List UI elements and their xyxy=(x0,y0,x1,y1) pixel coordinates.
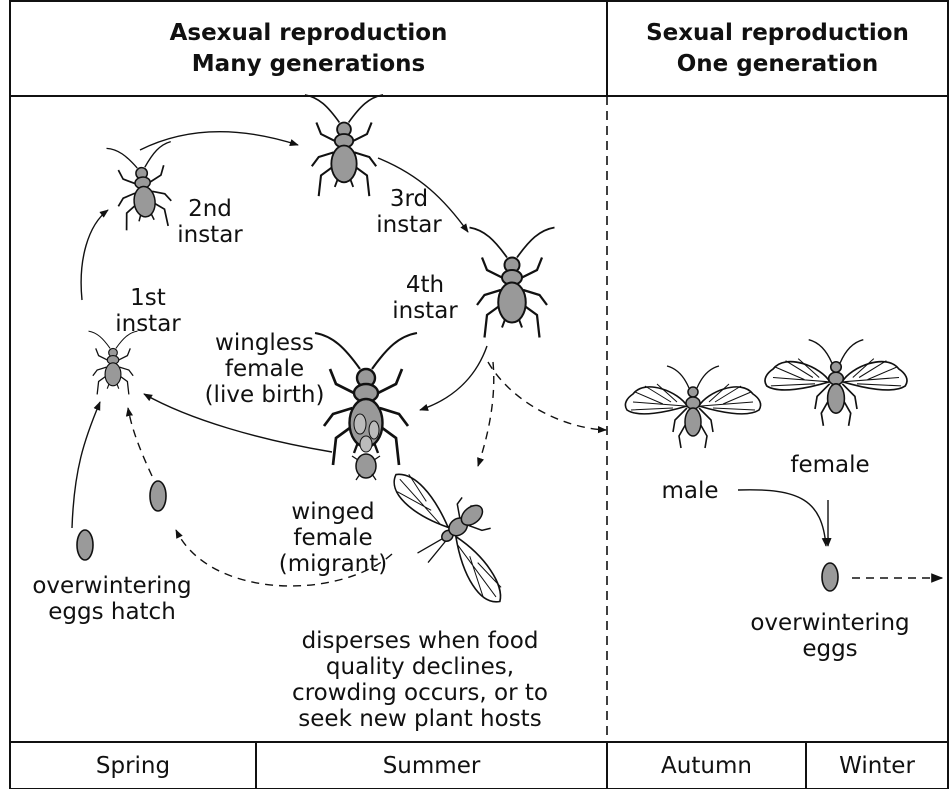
label-wingless-line3: (live birth) xyxy=(192,382,337,408)
header-sexual-line2: One generation xyxy=(607,49,948,80)
male-winged-aphid-icon xyxy=(625,366,760,448)
label-1st-instar: 1st instar xyxy=(98,285,198,337)
label-4th-instar-line2: instar xyxy=(375,298,475,324)
arrow-male-to-eggs xyxy=(738,490,826,546)
label-2nd-instar-line2: instar xyxy=(160,222,260,248)
arrow-4th-to-winged xyxy=(478,362,494,466)
label-male-text: male xyxy=(640,478,740,504)
label-ow-eggs-line1: overwintering xyxy=(730,610,930,636)
label-disperses-line4: seek new plant hosts xyxy=(275,706,565,732)
header-sexual: Sexual reproduction One generation xyxy=(607,18,948,80)
arrow-4th-to-live-birth xyxy=(420,346,487,410)
egg-spring-icon xyxy=(77,530,93,560)
season-spring: Spring xyxy=(10,744,256,789)
female-winged-aphid-icon xyxy=(765,340,907,426)
label-wingless-line2: female xyxy=(192,356,337,382)
label-4th-instar: 4th instar xyxy=(375,272,475,324)
label-2nd-instar-line1: 2nd xyxy=(160,196,260,222)
label-disperses-line1: disperses when food xyxy=(275,628,565,654)
label-3rd-instar-line2: instar xyxy=(359,212,459,238)
label-ow-eggs-line2: eggs xyxy=(730,636,930,662)
aphid-3rd-instar-icon xyxy=(305,95,383,196)
label-winged-line3: (migrant) xyxy=(268,551,398,577)
header-asexual-line1: Asexual reproduction xyxy=(10,18,607,49)
label-2nd-instar: 2nd instar xyxy=(160,196,260,248)
arrow-eggs-hatch-to-1st xyxy=(72,402,100,528)
label-disperses-line2: quality declines, xyxy=(275,654,565,680)
label-eggs-hatch-line1: overwintering xyxy=(12,573,212,599)
season-autumn: Autumn xyxy=(607,744,806,789)
label-female-text: female xyxy=(775,452,885,478)
arrow-egg-to-1st-dashed xyxy=(128,408,152,476)
label-disperses: disperses when food quality declines, cr… xyxy=(275,628,565,732)
season-summer: Summer xyxy=(256,744,607,789)
label-female: female xyxy=(775,452,885,478)
label-wingless-line1: wingless xyxy=(192,330,337,356)
aphid-4th-instar-icon xyxy=(470,228,555,338)
arrow-4th-to-sexual xyxy=(488,362,606,430)
label-winged-female: winged female (migrant) xyxy=(268,499,398,577)
label-disperses-line3: crowding occurs, or to xyxy=(275,680,565,706)
header-asexual: Asexual reproduction Many generations xyxy=(10,18,607,80)
arrow-2nd-to-3rd xyxy=(140,132,298,150)
label-male: male xyxy=(640,478,740,504)
label-4th-instar-line1: 4th xyxy=(375,272,475,298)
label-3rd-instar-line1: 3rd xyxy=(359,186,459,212)
label-overwintering-eggs-hatch: overwintering eggs hatch xyxy=(12,573,212,625)
label-winged-line1: winged xyxy=(268,499,398,525)
label-winged-line2: female xyxy=(268,525,398,551)
label-overwintering-eggs: overwintering eggs xyxy=(730,610,930,662)
header-sexual-line1: Sexual reproduction xyxy=(607,18,948,49)
egg-migrant-icon xyxy=(150,481,166,511)
label-3rd-instar: 3rd instar xyxy=(359,186,459,238)
label-1st-instar-line1: 1st xyxy=(98,285,198,311)
label-eggs-hatch-line2: eggs hatch xyxy=(12,599,212,625)
label-wingless-female: wingless female (live birth) xyxy=(192,330,337,408)
egg-overwintering-icon xyxy=(822,563,838,591)
header-asexual-line2: Many generations xyxy=(10,49,607,80)
season-winter: Winter xyxy=(806,744,948,789)
label-1st-instar-line2: instar xyxy=(98,311,198,337)
aphid-1st-instar-icon xyxy=(89,331,138,394)
